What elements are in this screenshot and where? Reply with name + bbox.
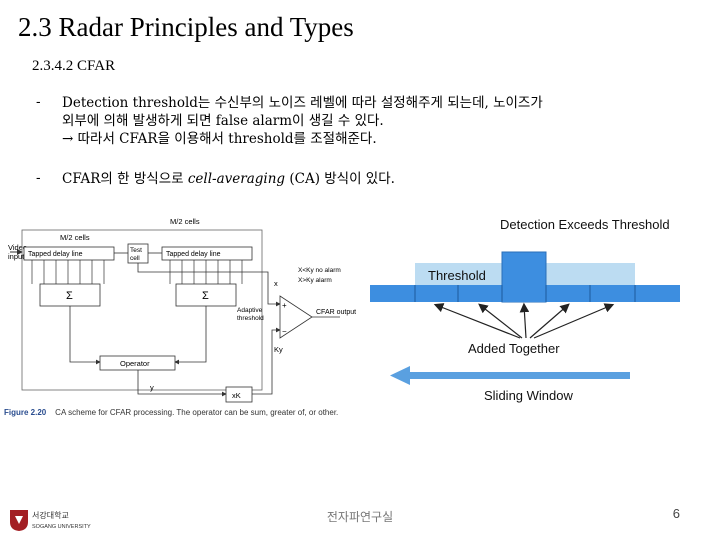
section-heading: 2.3.4.2 CFAR	[32, 58, 116, 74]
test-cell-label: cell	[130, 255, 140, 262]
bullet-text: (CA) 방식이 있다.	[285, 171, 395, 187]
y-label: y	[150, 383, 154, 392]
figure-caption: Figure 2.20 CA scheme for CFAR processin…	[4, 408, 338, 417]
xk-box	[225, 386, 253, 403]
detection-exceeds-label: Detection Exceeds Threshold	[500, 217, 670, 232]
logo-english-text: SOGANG UNIVERSITY	[32, 524, 91, 530]
bullet-line: 외부에 의해 발생하게 되면 false alarm이 생길 수 있다.	[62, 113, 384, 129]
bullet-italic-term: cell-averaging	[187, 171, 286, 187]
lab-name: 전자파연구실	[326, 510, 394, 524]
cfar-sliding-window-diagram: Detection Exceeds Threshold Threshold Ad…	[370, 217, 680, 403]
no-alarm-label: X<Ky no alarm	[298, 267, 341, 274]
added-together-label: Added Together	[468, 341, 560, 356]
figure-caption-number: Figure 2.20	[4, 408, 47, 417]
comparator	[279, 295, 313, 339]
bullet-dash: -	[36, 170, 41, 186]
figure-caption-text: CA scheme for CFAR processing. The opera…	[55, 408, 339, 417]
tapped-delay-line-left-label: Tapped delay line	[28, 251, 83, 258]
logo-emblem-icon: 서강대학교 SOGANG UNIVERSITY	[10, 510, 91, 531]
plus-sign: +	[282, 301, 287, 310]
m2-cells-left: M/2 cells	[60, 233, 90, 242]
operator-label: Operator	[120, 359, 150, 368]
tapped-delay-line-right	[161, 246, 253, 261]
cfar-output-label: CFAR output	[316, 309, 356, 316]
test-cell-label: Test	[130, 247, 142, 254]
bullet-text: CFAR의 한 방식으로	[62, 171, 188, 187]
range-cell-bar	[370, 285, 680, 302]
xk-label: xK	[232, 391, 241, 400]
bullet-line: Detection threshold는 수신부의 노이즈 레벨에 따라 설정해…	[62, 95, 543, 111]
video-input-label: input	[8, 252, 25, 261]
threshold-label: Threshold	[428, 268, 486, 283]
bullet-line: → 따라서 CFAR을 이용해서 threshold를 조절해준다.	[62, 131, 377, 147]
minus-sign: −	[282, 327, 287, 336]
university-logo: 서강대학교 SOGANG UNIVERSITY	[8, 508, 98, 532]
x-label: x	[274, 279, 278, 288]
sliding-window-arrowhead	[390, 366, 410, 385]
sliding-window-label: Sliding Window	[484, 388, 573, 403]
adaptive-threshold-label: Adaptive	[237, 307, 263, 314]
adaptive-threshold-label: threshold	[237, 315, 264, 322]
slide-title: 2.3 Radar Principles and Types	[18, 12, 354, 42]
sum-symbol-left: Σ	[66, 290, 73, 302]
tapped-delay-line-left	[23, 246, 115, 261]
bullet-dash: -	[36, 94, 41, 110]
logo-korean-text: 서강대학교	[32, 510, 69, 520]
video-input-label: Video	[8, 243, 27, 252]
sum-symbol-right: Σ	[202, 290, 209, 302]
alarm-label: X>Ky alarm	[298, 277, 332, 284]
tapped-delay-line-right-label: Tapped delay line	[166, 251, 221, 258]
cfar-block-diagram: Video input M/2 cells M/2 cells Tapped d…	[8, 217, 356, 403]
m2-cells-right: M/2 cells	[170, 217, 200, 226]
ky-label: Ky	[274, 345, 283, 354]
operator-box	[99, 355, 176, 371]
sliding-window-arrow	[410, 372, 630, 379]
page-number: 6	[672, 506, 680, 521]
